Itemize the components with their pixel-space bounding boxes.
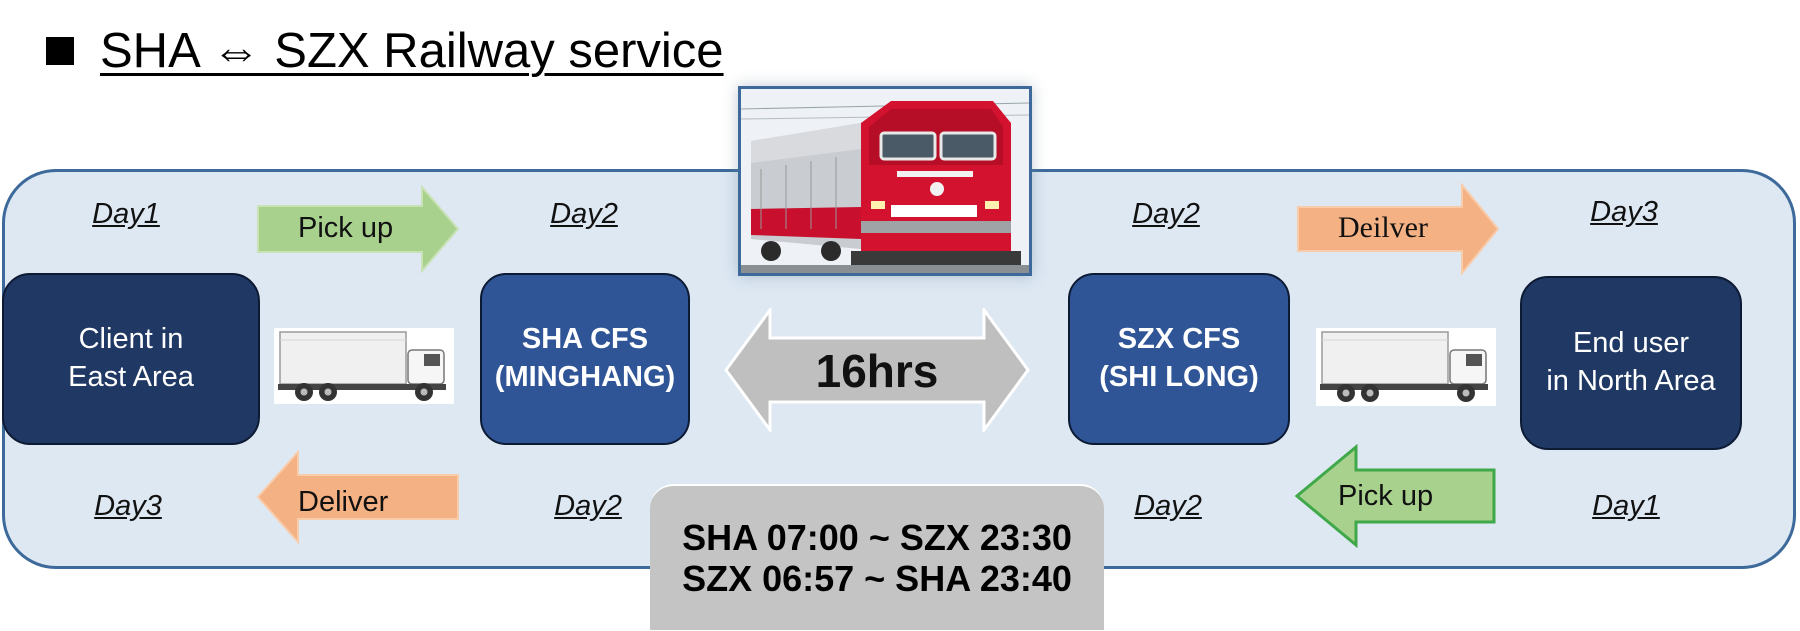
square-bullet-icon [46,37,74,65]
truck-icon-right [1316,328,1496,406]
page-title: SHA ⇔ SZX Railway service [100,24,724,78]
truck-icon-left [274,328,454,404]
pickup-right-label: Pick up [1338,480,1434,512]
schedule-box: SHA 07:00 ~ SZX 23:30 SZX 06:57 ~ SHA 23… [650,484,1104,630]
node-sha-cfs-line-1: SHA CFS [521,323,649,356]
node-sha-cfs-line-2: (MINGHANG) [494,361,676,393]
day-label-bottom-left: Day3 [94,490,162,522]
node-szx-cfs-line-1: SZX CFS [1117,323,1241,356]
day-label-top-right: Day3 [1590,196,1658,228]
pickup-arrow-right-icon [257,185,460,273]
train-photo-frame [738,86,1032,276]
day-label-bottom-right: Day1 [1592,490,1660,522]
day-label-top-sha: Day2 [550,198,618,230]
node-client-east-area: Client in East Area [2,273,260,445]
node-end-user-line-2: in North Area [1546,365,1716,397]
schedule-line-1: SHA 07:00 ~ SZX 23:30 [682,516,1072,558]
deliver-left-label: Deliver [298,486,389,518]
day-label-bottom-szx: Day2 [1134,490,1202,522]
node-szx-cfs: SZX CFS (SHI LONG) [1068,273,1290,445]
node-szx-cfs-line-2: (SHI LONG) [1099,361,1259,393]
node-end-user-north-area: End user in North Area [1520,276,1742,450]
day-label-top-left: Day1 [92,198,160,230]
day-label-top-szx: Day2 [1132,198,1200,230]
node-end-user-line-1: End user [1572,327,1690,360]
pickup-arrow-left-icon [1294,444,1496,548]
duration-double-arrow-icon [724,308,1030,432]
day-label-bottom-sha: Day2 [554,490,622,522]
node-client-line-2: East Area [68,361,194,393]
node-client-line-1: Client in [78,323,184,356]
train-locomotive-icon [740,89,1030,273]
duration-label: 16hrs [815,345,939,397]
deliver-right-label: Deilver [1338,211,1428,244]
title-row: SHA ⇔ SZX Railway service [46,16,724,86]
node-sha-cfs: SHA CFS (MINGHANG) [480,273,690,445]
pickup-left-label: Pick up [298,212,394,244]
deliver-arrow-right-icon [1297,183,1500,275]
schedule-line-2: SZX 06:57 ~ SHA 23:40 [682,558,1072,599]
deliver-arrow-left-icon [256,450,459,544]
